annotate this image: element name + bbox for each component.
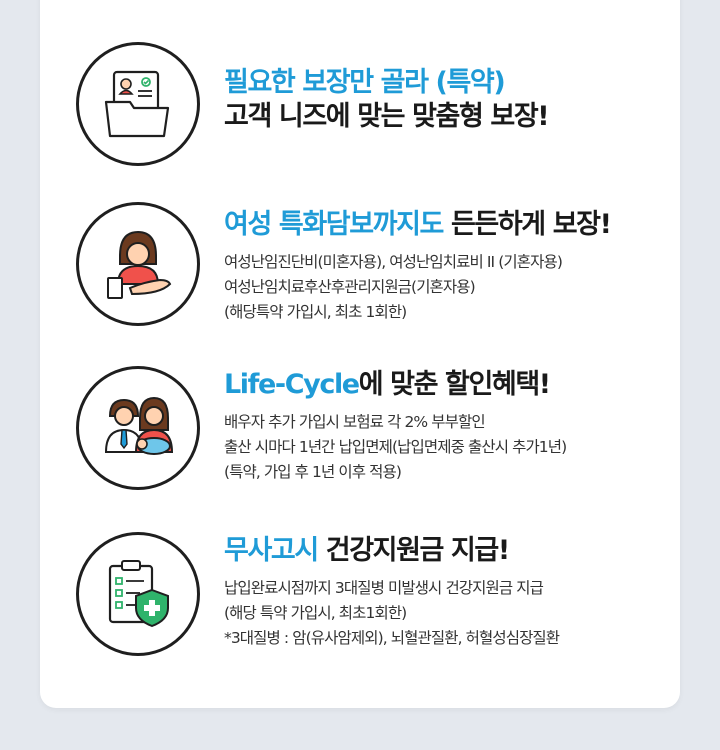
title-highlight: 무사고시	[224, 535, 319, 566]
item-description: 배우자 추가 가입시 보험료 각 2% 부부할인 출산 시마다 1년간 납입면제…	[224, 410, 664, 485]
item-title: 여성 특화담보까지도 든든하게 보장!	[224, 208, 664, 242]
description-line: 납입완료시점까지 3대질병 미발생시 건강지원금 지급	[224, 579, 544, 597]
item-title: 필요한 보장만 골라 (특약)	[224, 66, 664, 100]
title-text: 건강지원금 지급!	[325, 535, 510, 566]
title-text: 고객 니즈에 맞는 맞춤형 보장!	[224, 101, 550, 132]
description-line: 여성난임치료후산후관리지원금(기혼자용)	[224, 278, 476, 296]
title-highlight: 필요한 보장만 골라 (특약)	[224, 67, 506, 98]
description-line: 여성난임진단비(미혼자용), 여성난임치료비 II (기혼자용)	[224, 253, 563, 271]
health-clipboard-icon	[76, 532, 200, 656]
document-folder-icon	[76, 42, 200, 166]
title-text: 에 맞춘 할인혜택!	[358, 369, 551, 400]
description-line: (해당특약 가입시, 최초 1회한)	[224, 303, 407, 321]
description-line: (해당 특약 가입시, 최초1회한)	[224, 604, 407, 622]
item-title: 무사고시 건강지원금 지급!	[224, 534, 664, 568]
item-description: 여성난임진단비(미혼자용), 여성난임치료비 II (기혼자용) 여성난임치료후…	[224, 250, 664, 325]
item-title: Life-Cycle에 맞춘 할인혜택!	[224, 368, 664, 402]
description-line: (특약, 가입 후 1년 이후 적용)	[224, 463, 402, 481]
description-line: *3대질병 : 암(유사암제외), 뇌혈관질환, 허혈성심장질환	[224, 629, 560, 647]
item-description: 납입완료시점까지 3대질병 미발생시 건강지원금 지급 (해당 특약 가입시, …	[224, 576, 664, 651]
family-icon	[76, 366, 200, 490]
title-text: 든든하게 보장!	[450, 209, 612, 240]
title-highlight: Life-Cycle	[224, 369, 360, 400]
title-highlight: 여성 특화담보까지도	[224, 209, 444, 240]
woman-care-icon	[76, 202, 200, 326]
item-subtitle: 고객 니즈에 맞는 맞춤형 보장!	[224, 100, 664, 134]
description-line: 출산 시마다 1년간 납입면제(납입면제중 출산시 추가1년)	[224, 438, 567, 456]
description-line: 배우자 추가 가입시 보험료 각 2% 부부할인	[224, 413, 486, 431]
